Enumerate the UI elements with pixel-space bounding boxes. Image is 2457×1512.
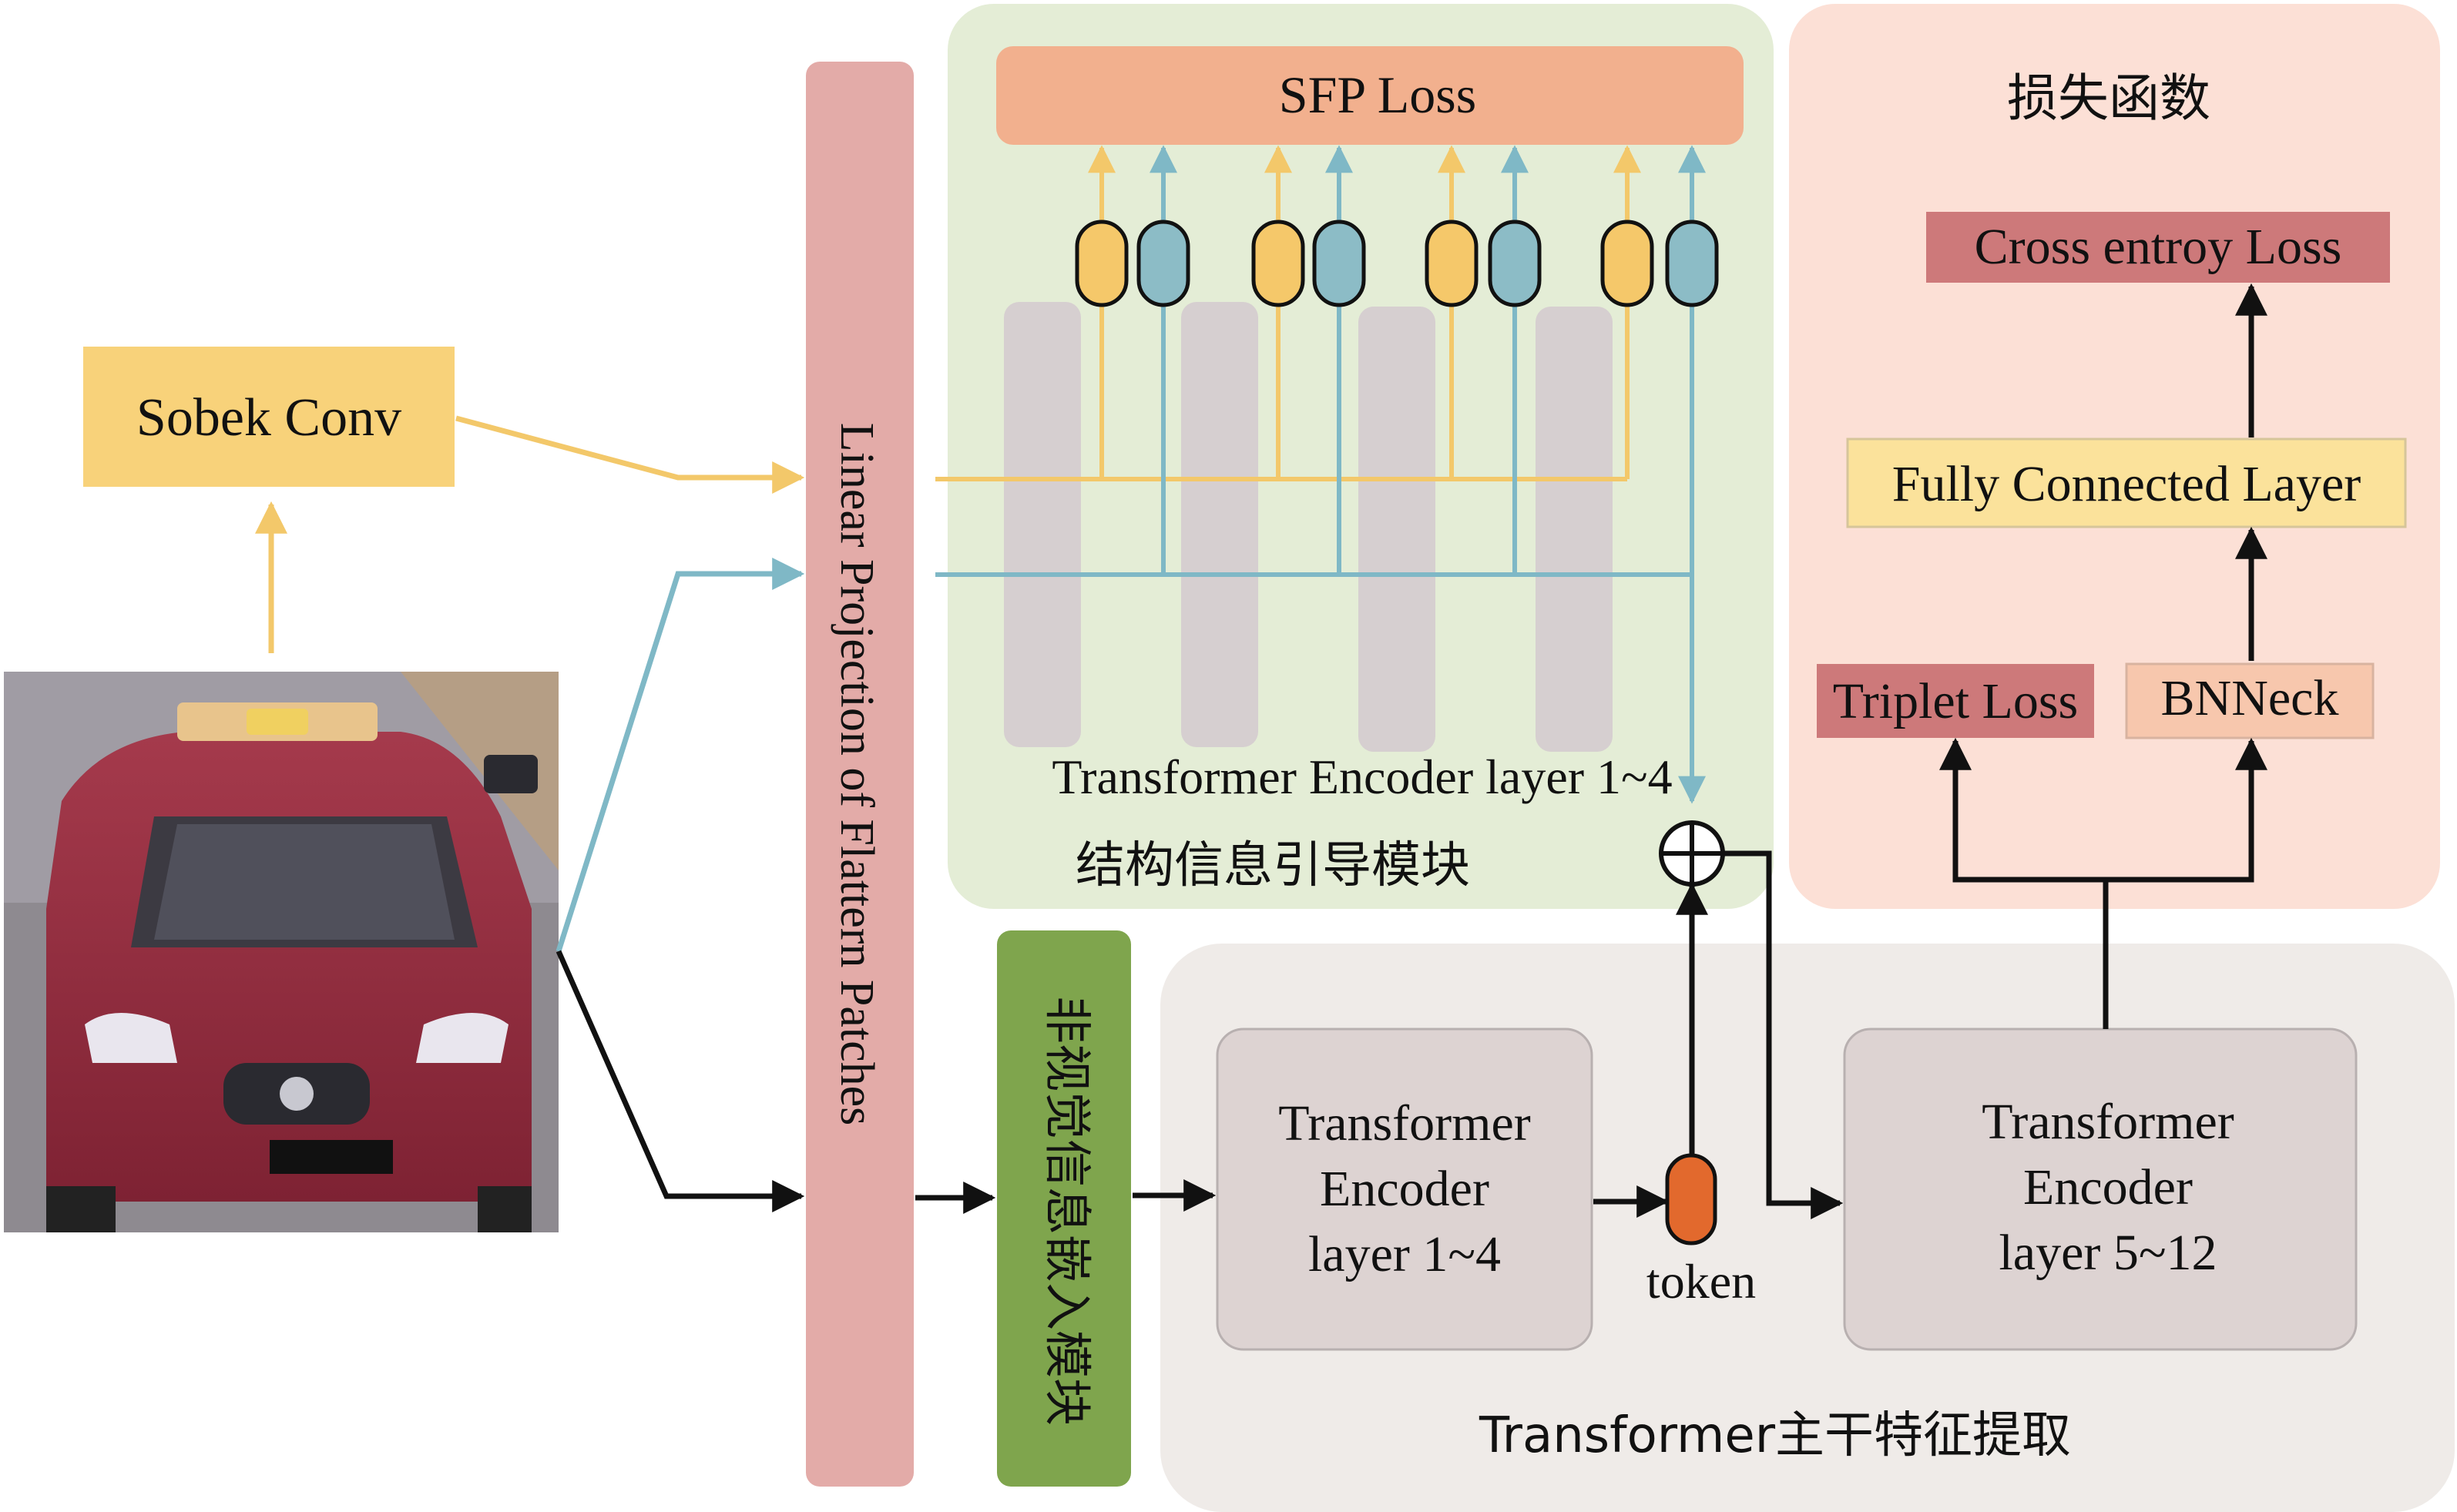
image-to-projection-black-arrow xyxy=(556,950,805,1212)
encoder-b-line1: Transformer xyxy=(1982,1094,2234,1150)
structure-encoder-columns xyxy=(1004,302,1613,752)
triplet-loss-label: Triplet Loss xyxy=(1833,673,2078,729)
class-token xyxy=(1665,1153,1717,1245)
encoder-a-line3: layer 1~4 xyxy=(1308,1226,1501,1282)
structure-encoder-label: Transformer Encoder layer 1~4 xyxy=(1052,749,1672,804)
linear-projection-bar xyxy=(806,62,914,1487)
non-visual-module-bar xyxy=(997,930,1131,1487)
feature-fusion-icon xyxy=(1659,820,1725,887)
sobel-conv-label: Sobek Conv xyxy=(136,388,401,448)
encoder-b-line2: Encoder xyxy=(2023,1159,2193,1215)
sobel-conv-box xyxy=(83,347,455,487)
encoder-a-line2: Encoder xyxy=(1320,1161,1489,1217)
feature-token-pills xyxy=(1075,220,1719,307)
cross-entropy-loss-label: Cross entroy Loss xyxy=(1975,219,2342,275)
triplet-loss-box xyxy=(1817,664,2094,738)
bnneck-label: BNNeck xyxy=(2161,670,2339,726)
orange-feature-arrows xyxy=(1088,145,1641,479)
loss-functions-title: 损失函数 xyxy=(2007,69,2210,128)
fully-connected-layer-label: Fully Connected Layer xyxy=(1892,456,2361,512)
fully-connected-layer-box xyxy=(1846,438,2407,528)
image-to-projection-blue-arrow xyxy=(556,558,805,953)
backbone-label: Transformer主干特征提取 xyxy=(1479,1407,2071,1464)
token-label: token xyxy=(1646,1254,1756,1309)
encoder-to-losses-connector xyxy=(1939,737,2109,1029)
encoder-layers-5-12-box xyxy=(1843,1028,2358,1351)
vehicle-image xyxy=(4,672,559,1232)
cross-entropy-loss-box xyxy=(1926,212,2390,283)
non-visual-module-label: 非视觉信息嵌入模块 xyxy=(1039,996,1096,1426)
structure-module-label: 结构信息引导模块 xyxy=(1076,837,1470,894)
sobel-to-projection-arrow xyxy=(455,415,805,494)
fusion-to-encoder-arrow xyxy=(1724,850,1844,1219)
bnneck-box xyxy=(2125,662,2375,739)
encoder-a-line1: Transformer xyxy=(1278,1095,1531,1152)
linear-projection-label: Linear Projection of Flattern Patches xyxy=(831,423,883,1126)
encoder-b-line3: layer 5~12 xyxy=(1999,1225,2217,1281)
encoder-layers-1-4-box xyxy=(1216,1028,1593,1351)
sfp-loss-box xyxy=(996,46,1744,145)
sfp-loss-label: SFP Loss xyxy=(1279,65,1476,124)
encoder-to-bnneck-arrow xyxy=(2106,737,2267,883)
